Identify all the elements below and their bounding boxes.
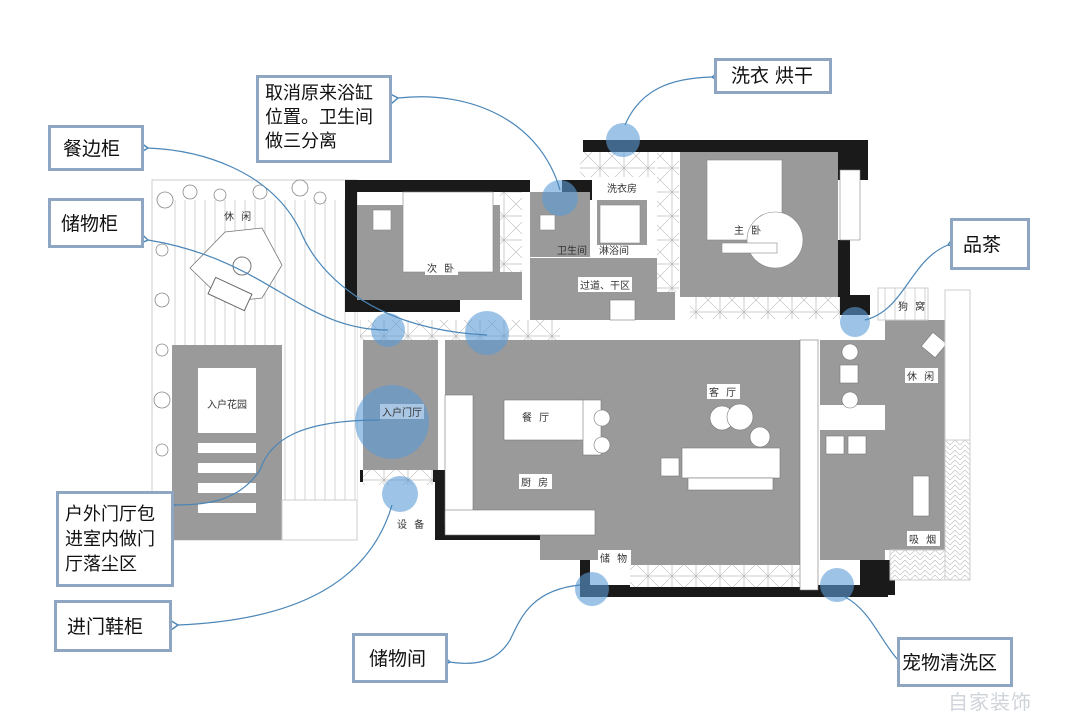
room-label-smoking: 吸 烟 bbox=[907, 531, 941, 546]
room-label-equipment: 设 备 bbox=[397, 520, 427, 531]
room-label-bathroom: 卫生间 bbox=[557, 246, 587, 257]
room-label-storage: 储 物 bbox=[598, 550, 632, 565]
callout-foyer-note-text: 户外门厅包进室内做门厅落尘区 bbox=[65, 504, 155, 575]
room-label-leisure-garden: 休 闲 bbox=[224, 212, 254, 223]
room-label-dog-house: 狗 窝 bbox=[898, 302, 928, 313]
marker-foyer bbox=[355, 385, 429, 459]
leader-lines bbox=[139, 71, 957, 669]
callout-tea: 品茶 bbox=[950, 218, 1030, 270]
cabinets bbox=[360, 152, 840, 587]
callout-pet-wash: 宠物清洗区 bbox=[897, 637, 1013, 687]
callout-pet-wash-text: 宠物清洗区 bbox=[902, 652, 998, 674]
marker-pet-wash bbox=[820, 568, 854, 602]
kitchen-counter bbox=[444, 394, 474, 526]
room-label-second-bedroom: 次 卧 bbox=[425, 260, 459, 275]
callout-sideboard: 餐边柜 bbox=[48, 125, 144, 171]
callout-laundry: 洗衣 烘干 bbox=[714, 58, 832, 94]
callout-bath-note: 取消原来浴缸位置。卫生间做三分离 bbox=[256, 75, 392, 163]
callout-sideboard-text: 餐边柜 bbox=[63, 138, 121, 160]
room-label-living: 客 厅 bbox=[707, 384, 741, 399]
marker-sideboard bbox=[465, 311, 509, 355]
room-label-laundry: 洗衣房 bbox=[605, 180, 639, 195]
room-label-leisure-right: 休 闲 bbox=[905, 368, 939, 383]
callout-shoe-cabinet: 进门鞋柜 bbox=[54, 600, 172, 652]
room-label-corridor: 过道、干区 bbox=[578, 277, 632, 292]
callout-foyer-note: 户外门厅包进室内做门厅落尘区 bbox=[56, 491, 174, 587]
callout-storage-cabinet: 储物柜 bbox=[48, 198, 144, 248]
callout-shoe-cabinet-text: 进门鞋柜 bbox=[67, 616, 144, 638]
marker-bathroom bbox=[542, 180, 578, 216]
room-label-shower: 淋浴间 bbox=[599, 246, 629, 257]
room-label-entry-garden: 入户花园 bbox=[207, 400, 247, 411]
callout-storeroom-text: 储物间 bbox=[369, 648, 427, 670]
room-label-master-bedroom: 主 卧 bbox=[734, 226, 764, 237]
callout-laundry-text: 洗衣 烘干 bbox=[731, 65, 814, 87]
room-label-foyer: 入户门厅 bbox=[380, 404, 424, 419]
sofa bbox=[681, 447, 781, 479]
marker-tea bbox=[840, 307, 870, 337]
callout-storeroom: 储物间 bbox=[352, 633, 448, 683]
second-bedroom-bed bbox=[402, 191, 494, 273]
marker-shoe-cabinet bbox=[382, 476, 418, 512]
callout-tea-text: 品茶 bbox=[963, 234, 1002, 256]
garden-area bbox=[151, 179, 358, 541]
watermark: 自家装饰 bbox=[948, 690, 1032, 714]
callout-storage-cabinet-text: 储物柜 bbox=[61, 213, 119, 235]
room-label-dining: 餐 厅 bbox=[520, 409, 554, 424]
marker-storeroom bbox=[575, 572, 609, 606]
marker-laundry bbox=[606, 123, 640, 157]
room-label-kitchen: 厨 房 bbox=[519, 474, 553, 489]
callout-bath-note-text: 取消原来浴缸位置。卫生间做三分离 bbox=[265, 83, 373, 152]
